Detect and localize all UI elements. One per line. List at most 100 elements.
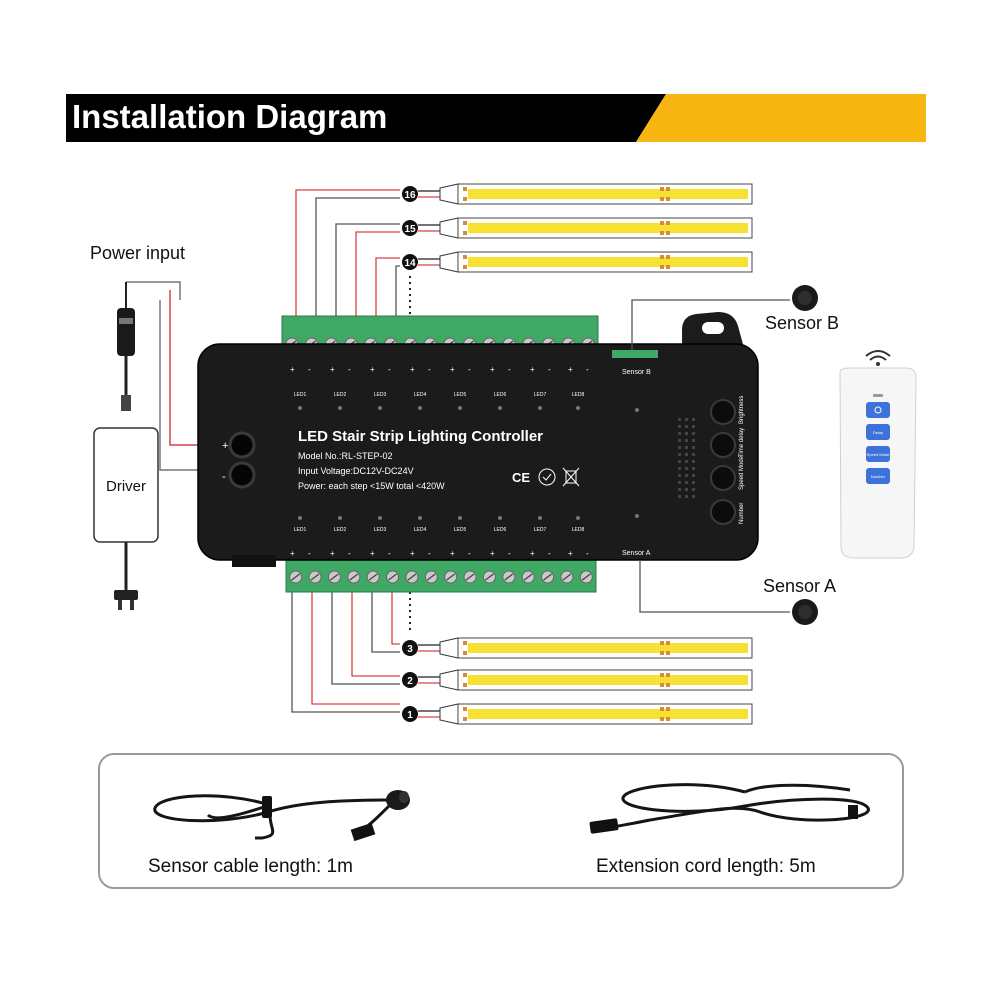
cob-led-line [468, 709, 748, 719]
cob-led-line [468, 189, 748, 199]
sensor-a [792, 599, 818, 625]
step-number: 1 [407, 710, 413, 721]
step-number: 15 [404, 224, 416, 235]
controller-power: Power: each step <15W total <420W [298, 481, 445, 491]
controller-button-label: Brightness [739, 396, 745, 424]
page-title: Installation Diagram [72, 98, 388, 135]
led-channel-label: LED4 [414, 527, 427, 533]
svg-text:+: + [530, 365, 535, 374]
svg-text:-: - [586, 365, 589, 374]
controller-body: + - LED Stair Strip Lighting Controller … [197, 312, 759, 567]
remote-button[interactable] [866, 468, 890, 484]
bottom-wiring [291, 582, 411, 713]
led-indicator [576, 516, 580, 520]
led-strips-bottom: 3 2 1 [402, 637, 753, 725]
banner-background [66, 94, 926, 142]
controller-button[interactable] [710, 499, 736, 525]
remote-button-label: Speed Mode [867, 452, 890, 457]
controller-button-label: Time delay [739, 428, 745, 457]
extension-cord-image [589, 783, 870, 834]
svg-text:+: + [410, 549, 415, 558]
power-plus-terminal [228, 431, 256, 459]
led-indicator [298, 516, 302, 520]
led-indicators-bottom: +-LED1+-LED2+-LED3+-LED4+-LED5+-LED6+-LE… [290, 516, 589, 558]
svg-text:-: - [586, 549, 589, 558]
led-channel-label: LED5 [454, 392, 467, 398]
svg-text:-: - [348, 549, 351, 558]
weee-bin-icon [562, 467, 580, 487]
controller-button[interactable] [710, 465, 736, 491]
svg-text:-: - [308, 365, 311, 374]
svg-text:-: - [388, 549, 391, 558]
power-input-label: Power input [90, 243, 186, 263]
step-number-badge [402, 706, 418, 722]
svg-text:+: + [490, 549, 495, 558]
led-indicator [498, 516, 502, 520]
step-number: 3 [407, 644, 413, 655]
step-number-badge [402, 254, 418, 270]
sensor-b [792, 285, 818, 311]
svg-text:-: - [468, 365, 471, 374]
rohs-icon [538, 468, 556, 486]
terminal-block-bottom [285, 559, 597, 593]
power-minus-label: - [222, 471, 226, 483]
port-label-sensor-a: Sensor A [622, 550, 651, 557]
sensor-b-label: Sensor B [765, 313, 840, 333]
step-number: 14 [404, 258, 416, 269]
remote-button-label: Delay [873, 430, 883, 435]
led-strip-step: 14 [402, 251, 753, 273]
svg-text:-: - [428, 365, 431, 374]
power-minus-terminal [228, 461, 256, 489]
controller-model: Model No.:RL-STEP-02 [298, 451, 393, 461]
svg-text:-: - [508, 365, 511, 374]
remote-brightness-button[interactable] [866, 402, 890, 418]
sensor-a-label: Sensor A [763, 576, 837, 596]
cob-led-line [468, 223, 748, 233]
remote-button[interactable] [866, 446, 890, 462]
ce-mark-icon: CE [512, 470, 530, 485]
led-indicator [298, 406, 302, 410]
step-number: 16 [404, 190, 416, 201]
led-strip-step: 3 [402, 637, 753, 659]
svg-text:+: + [330, 549, 335, 558]
cob-led-line [468, 257, 748, 267]
driver-box: Driver [93, 427, 159, 610]
remote-button[interactable] [866, 424, 890, 440]
driver-label: Driver [106, 478, 146, 495]
svg-text:+: + [290, 365, 295, 374]
led-strip-step: 16 [402, 183, 753, 205]
led-strip-step: 1 [402, 703, 753, 725]
svg-text:-: - [508, 549, 511, 558]
controller-button[interactable] [710, 432, 736, 458]
controller-button-label: Number [739, 503, 745, 524]
led-indicator [576, 406, 580, 410]
led-channel-label: LED2 [334, 527, 347, 533]
controller-button[interactable] [710, 399, 736, 425]
led-channel-label: LED7 [534, 527, 547, 533]
top-wiring [295, 189, 411, 318]
led-channel-label: LED3 [374, 527, 387, 533]
led-channel-label: LED4 [414, 392, 427, 398]
step-number-badge [402, 220, 418, 236]
wifi-signal-icon [865, 350, 891, 366]
svg-text:+: + [410, 365, 415, 374]
header-banner: Installation Diagram [66, 94, 926, 142]
led-indicator [538, 516, 542, 520]
led-channel-label: LED8 [572, 392, 585, 398]
led-strip-step: 2 [402, 669, 753, 691]
led-indicator [418, 406, 422, 410]
led-indicator [458, 516, 462, 520]
led-channel-label: LED6 [494, 527, 507, 533]
svg-text:+: + [450, 365, 455, 374]
led-indicator [338, 406, 342, 410]
led-channel-label: LED2 [334, 392, 347, 398]
led-indicator [418, 516, 422, 520]
svg-text:+: + [568, 365, 573, 374]
svg-text:-: - [348, 365, 351, 374]
led-channel-label: LED7 [534, 392, 547, 398]
dc-connector [117, 308, 135, 356]
cob-led-line [468, 643, 748, 653]
remote-button-label: Number [871, 474, 886, 479]
controller-title: LED Stair Strip Lighting Controller [298, 428, 543, 445]
